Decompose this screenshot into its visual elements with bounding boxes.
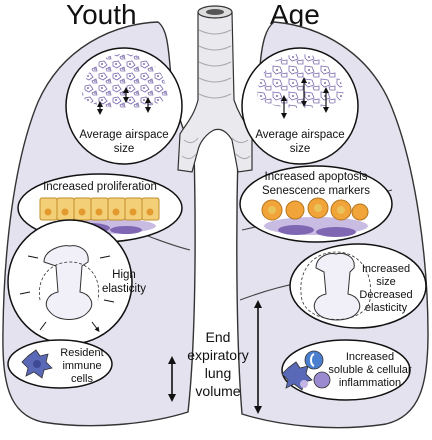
immune-label-youth-1: Resident — [60, 347, 103, 359]
elasticity-label-youth-1: High — [112, 269, 136, 281]
elasticity-label-age-2: size — [376, 276, 396, 288]
elasticity-label-age-4: elasticity — [365, 302, 408, 314]
apoptosis-panel: Increased apoptosis Senescence markers — [239, 165, 393, 243]
elasticity-panel-age: Increased size Decreased elasticity — [289, 243, 427, 329]
airspace-label-youth-2: size — [114, 143, 134, 155]
elasticity-panel-youth: High elasticity — [7, 219, 146, 345]
airspace-label-age-2: size — [290, 143, 310, 155]
apoptosis-label-2: Senescence markers — [262, 185, 370, 197]
eelv-label-3: lung — [205, 365, 231, 381]
inflammatory-cells-icon — [281, 350, 331, 391]
elasticity-label-age-1: Increased — [362, 263, 410, 275]
immune-cell-icon — [21, 349, 53, 379]
heading-youth: Youth — [66, 0, 137, 30]
immune-label-age-2: soluble & cellular — [328, 364, 411, 376]
airspace-label-youth-1: Average airspace — [79, 129, 168, 141]
airspace-label-age-1: Average airspace — [255, 129, 344, 141]
immune-panel-youth: Resident immune cells — [7, 339, 113, 389]
immune-label-youth-2: immune — [62, 360, 101, 372]
eelv-annotation: End expiratory lung volume — [168, 300, 262, 414]
eelv-label-4: volume — [195, 383, 240, 399]
immune-label-youth-3: cells — [71, 373, 94, 385]
immune-label-age-3: inflammation — [339, 377, 401, 389]
airspace-panel-youth: Average airspace size — [65, 47, 183, 165]
proliferation-label: Increased proliferation — [43, 181, 157, 193]
apoptosis-label-1: Increased apoptosis — [265, 171, 368, 183]
immune-label-age-1: Increased — [346, 351, 394, 363]
eelv-label-2: expiratory — [187, 347, 248, 363]
eelv-label-1: End — [206, 329, 231, 345]
airspace-panel-age: Average airspace size — [241, 47, 359, 165]
elasticity-label-age-3: Decreased — [359, 289, 412, 301]
trachea — [177, 5, 253, 173]
immune-panel-age: Increased soluble & cellular inflammatio… — [281, 339, 412, 401]
elasticity-label-youth-2: elasticity — [102, 283, 146, 295]
